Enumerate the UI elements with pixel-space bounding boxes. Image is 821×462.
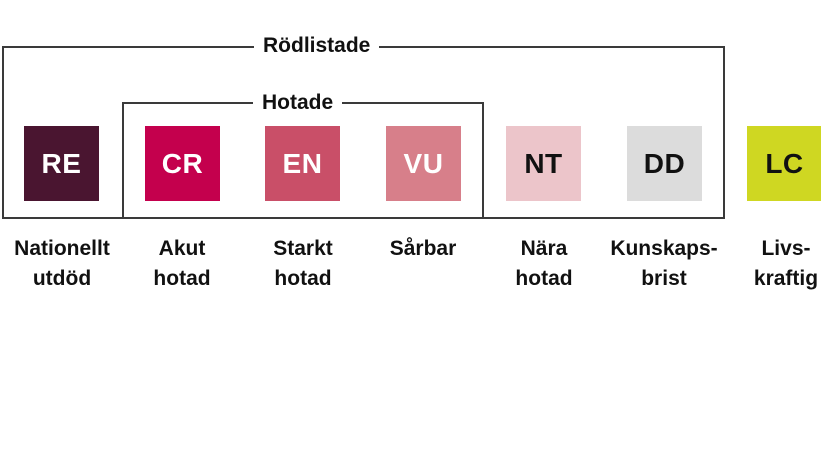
category-code: NT [524, 147, 563, 179]
category-label-re: Nationellt utdöd [0, 234, 127, 294]
category-label-en: Starkt hotad [238, 234, 368, 294]
redlisted-title: Rödlistade [254, 34, 380, 58]
label-line: Nationellt [14, 237, 110, 260]
threatened-title: Hotade [253, 91, 343, 115]
category-code: CR [161, 147, 204, 179]
category-square-lc: LC [747, 126, 821, 201]
category-label-cr: Akut hotad [117, 234, 247, 294]
category-label-nt: Nära hotad [479, 234, 609, 294]
category-code: LC [765, 147, 804, 179]
category-label-dd: Kunskaps-brist [599, 234, 729, 294]
label-line: Kunskaps- [610, 237, 718, 260]
label-line: hotad [153, 267, 211, 290]
category-square-en: EN [265, 126, 340, 201]
category-code: VU [403, 147, 444, 179]
category-square-nt: NT [506, 126, 581, 201]
label-line: hotad [515, 267, 573, 290]
label-line: Livs- [761, 237, 811, 260]
category-square-dd: DD [627, 126, 702, 201]
category-square-re: RE [24, 126, 99, 201]
category-code: EN [282, 147, 323, 179]
category-code: DD [643, 147, 686, 179]
label-line: Starkt [273, 237, 333, 260]
label-line: utdöd [32, 267, 92, 290]
label-line: hotad [274, 267, 332, 290]
category-square-cr: CR [145, 126, 220, 201]
label-line: Akut [158, 237, 206, 260]
category-label-lc: Livs-kraftig [721, 234, 821, 294]
category-square-vu: VU [386, 126, 461, 201]
category-code: RE [41, 147, 82, 179]
label-line: brist [641, 267, 687, 290]
label-line: Nära [520, 237, 568, 260]
label-line: Sårbar [389, 237, 457, 260]
category-label-vu: Sårbar [358, 234, 488, 264]
label-line: kraftig [753, 267, 819, 290]
